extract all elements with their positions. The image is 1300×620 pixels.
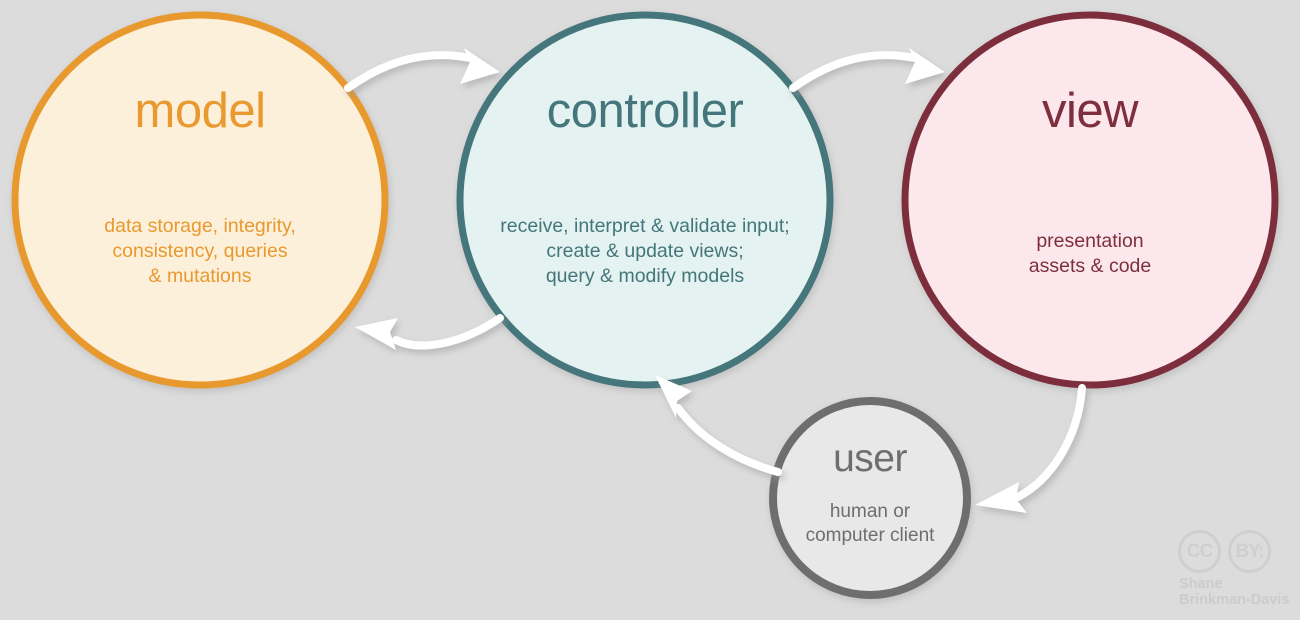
arrow-controller-to-model	[355, 314, 504, 350]
arrow-model-to-controller	[344, 48, 500, 92]
arrow-controller-to-view	[789, 48, 945, 92]
node-circle-user[interactable]	[769, 397, 971, 599]
node-circle-controller[interactable]	[456, 11, 834, 389]
node-circle-view[interactable]	[901, 11, 1279, 389]
node-circle-model[interactable]	[11, 11, 389, 389]
arrow-view-to-user	[975, 384, 1086, 513]
arrow-user-to-controller	[655, 375, 782, 476]
